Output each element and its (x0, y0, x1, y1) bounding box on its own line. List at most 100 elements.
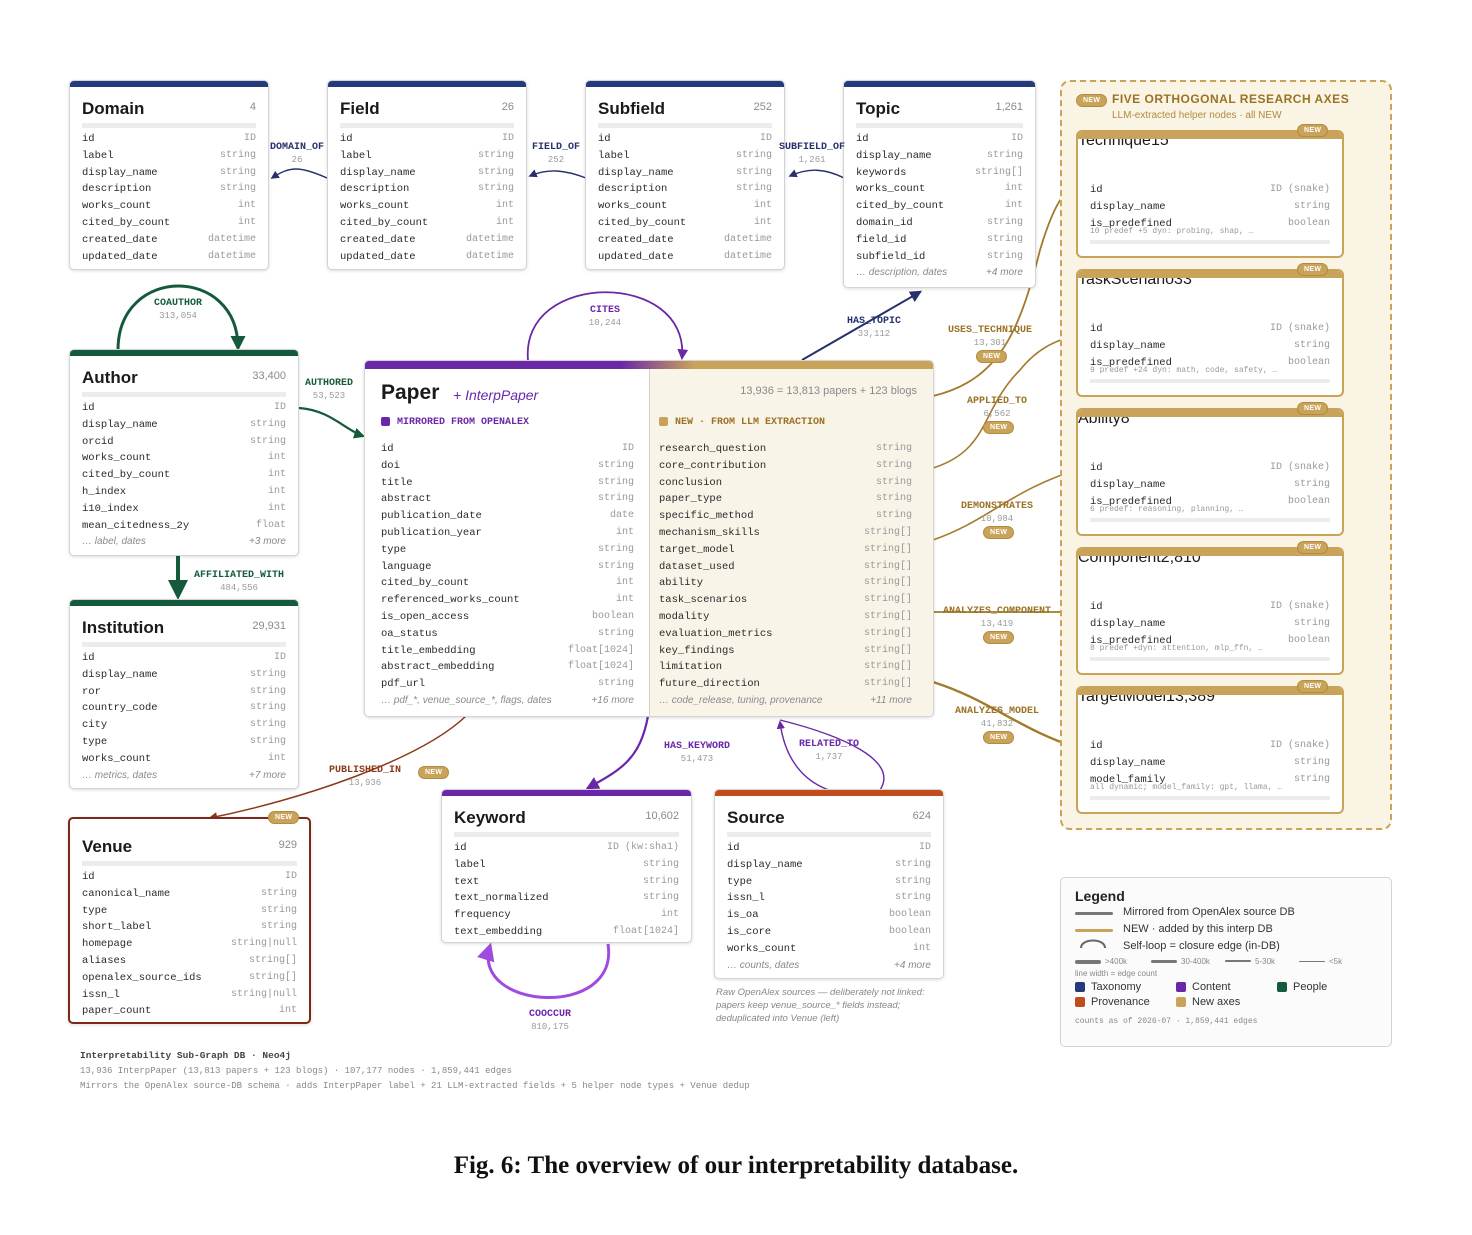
field-type: string|null (230, 988, 297, 1000)
field-type: int (267, 502, 286, 514)
edge-label-cites: CITES (589, 305, 621, 316)
field-type: string (1293, 339, 1330, 351)
field-name: created_date (598, 233, 674, 246)
field-type: string (642, 858, 679, 870)
legend-selfloop: Self-loop = closure edge (in-DB) (1123, 940, 1280, 952)
field-name: specific_method (659, 510, 754, 523)
field-name: issn_l (82, 988, 120, 1001)
edge-count: 10,244 (588, 318, 622, 328)
field-type: string (249, 685, 286, 697)
category-bar (1078, 132, 1342, 139)
edge-new-badge: NEW (976, 350, 1008, 363)
field-name: is_core (727, 925, 772, 938)
field-type: int (615, 526, 634, 538)
category-bar (1078, 410, 1342, 417)
legend-mirrored: Mirrored from OpenAlex source DB (1123, 906, 1295, 918)
category-bar (328, 81, 526, 87)
axis-note: 6 predef: reasoning, planning, … (1090, 505, 1330, 522)
field-type: string (875, 476, 912, 488)
field-type: int (267, 485, 286, 497)
field-row: issn_l string|null (82, 989, 297, 1006)
field-type: int (237, 216, 256, 228)
field-type: ID (snake) (1269, 323, 1330, 334)
axis-new-badge: NEW (1297, 541, 1329, 554)
field-name: orcid (82, 435, 114, 448)
field-type: string[] (863, 644, 912, 656)
new-swatch (659, 417, 668, 426)
field-type: string (735, 166, 772, 178)
paper-card[interactable]: Paper + InterpPaper 13,936 = 13,813 pape… (364, 360, 934, 717)
field-type: datetime (207, 233, 256, 245)
field-name: is_open_access (381, 610, 470, 623)
people-swatch (1277, 982, 1287, 992)
edge-count: 810,175 (531, 1022, 569, 1032)
field-type: boolean (591, 610, 634, 622)
axes-new-badge: NEW (1076, 94, 1108, 107)
field-type: ID (snake) (1269, 184, 1330, 195)
edge-label-uses-technique: USES_TECHNIQUE (947, 325, 1033, 336)
field-type: date (609, 510, 634, 522)
edge-count: 252 (547, 155, 565, 165)
legend-new-line (1075, 929, 1113, 932)
field-type: +4 more (986, 267, 1023, 279)
field-name: paper_count (82, 1005, 152, 1018)
field-name: cited_by_count (340, 216, 429, 229)
field-name: is_predefined (1090, 495, 1172, 508)
field-name: evaluation_metrics (659, 627, 773, 640)
field-type: string (249, 435, 286, 447)
field-name: core_contribution (659, 459, 767, 472)
node-title: Keyword (454, 808, 526, 827)
field-type: string[] (248, 971, 297, 983)
more-fields-row: … pdf_*, venue_source_*, flags, dates+16… (381, 695, 634, 712)
axis-new-badge: NEW (1297, 402, 1329, 415)
field-row: is_open_access boolean (381, 611, 634, 628)
edge-new-badge: NEW (983, 526, 1015, 539)
field-name: title_embedding (381, 644, 476, 657)
field-type: string (477, 183, 514, 195)
footer-line2: Mirrors the OpenAlex source-DB schema · … (80, 1081, 750, 1091)
node-title: Domain (82, 99, 145, 118)
node-count: 1,261 (995, 101, 1023, 113)
field-name: issn_l (727, 892, 765, 905)
new-axes-swatch (1176, 997, 1186, 1007)
more-fields-row: … label, dates+3 more (82, 536, 286, 553)
field-name: updated_date (598, 250, 674, 263)
field-name: display_name (856, 149, 932, 162)
edge-new-badge: NEW (983, 421, 1015, 434)
node-title: Venue (82, 837, 133, 856)
field-name: cited_by_count (856, 200, 945, 213)
